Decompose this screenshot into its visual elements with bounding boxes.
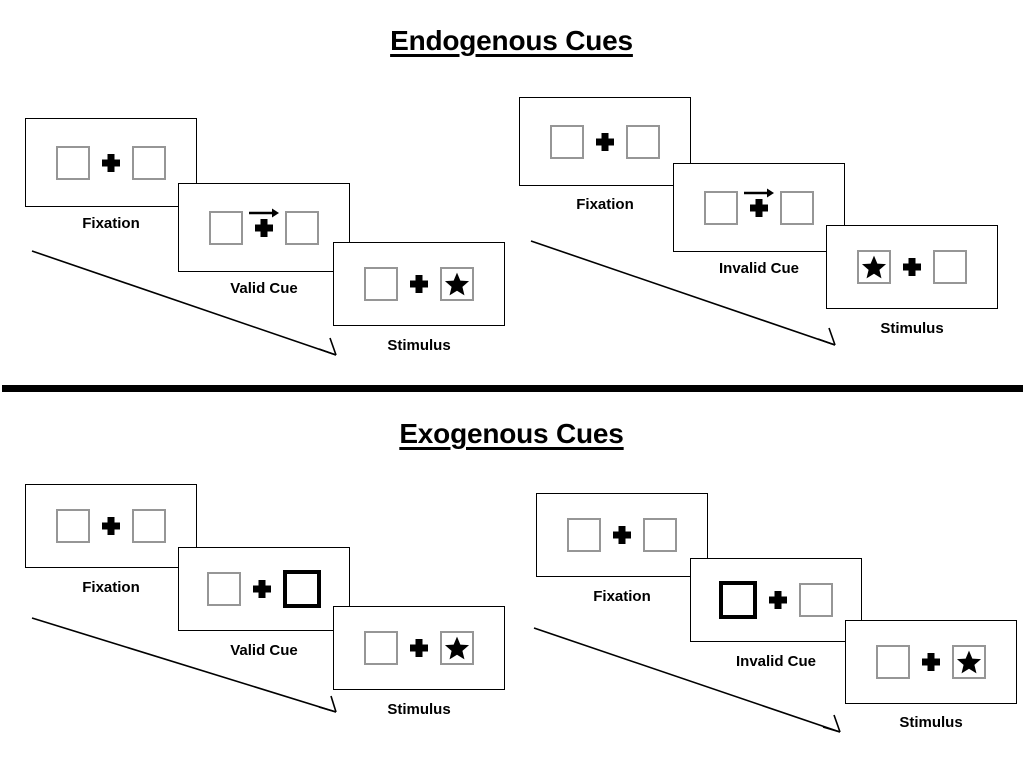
panel-label-exogenous-invalid-stimulus: Stimulus <box>899 714 963 731</box>
panel-exogenous-valid-fixation[interactable] <box>25 484 197 568</box>
right-placeholder-box <box>933 250 967 284</box>
panel-content <box>550 124 660 159</box>
panel-label-exogenous-invalid-fixation: Fixation <box>593 588 651 605</box>
fixation-cross-icon <box>251 578 273 600</box>
panel-label-endogenous-valid-stimulus: Stimulus <box>387 337 451 354</box>
fixation-cross-icon <box>744 188 774 219</box>
panel-label-endogenous-invalid-stimulus: Stimulus <box>880 320 944 337</box>
right-placeholder-box <box>626 124 660 159</box>
panel-content <box>364 267 474 301</box>
time-flow-arrow-icon-exogenous-valid <box>31 617 337 713</box>
panel-content <box>704 188 814 225</box>
fixation-cross-icon <box>920 651 942 673</box>
panel-label-exogenous-invalid-cue: Invalid Cue <box>735 653 817 670</box>
arrow-right-icon <box>744 188 774 197</box>
left-placeholder-box <box>207 572 241 606</box>
panel-label-endogenous-valid-cue: Valid Cue <box>230 280 298 297</box>
fixation-cross-icon <box>901 256 923 278</box>
right-placeholder-box <box>780 190 814 225</box>
arrow-right-icon <box>249 208 279 217</box>
panel-endogenous-valid-fixation[interactable] <box>25 118 197 207</box>
panel-endogenous-invalid-stimulus[interactable] <box>826 225 998 309</box>
right-placeholder-box <box>132 145 166 180</box>
panel-content <box>719 581 833 619</box>
left-placeholder-box <box>56 509 90 543</box>
right-placeholder-box-with-star <box>440 631 474 665</box>
panel-exogenous-valid-cue[interactable] <box>178 547 350 631</box>
panel-content <box>857 250 967 284</box>
panel-content <box>207 570 321 608</box>
time-flow-arrow-icon-endogenous-invalid <box>530 240 836 346</box>
panel-content <box>567 518 677 552</box>
fixation-cross-icon <box>100 515 122 537</box>
panel-content <box>364 631 474 665</box>
time-flow-arrow-icon-exogenous-invalid <box>533 627 841 733</box>
panel-content <box>56 509 166 543</box>
panel-exogenous-invalid-stimulus[interactable] <box>845 620 1017 704</box>
star-icon <box>861 255 887 279</box>
panel-content <box>876 645 986 679</box>
time-flow-arrow-icon-endogenous-valid <box>31 250 337 356</box>
panel-content <box>209 208 319 245</box>
panel-endogenous-invalid-cue[interactable] <box>673 163 845 252</box>
panel-label-endogenous-valid-fixation: Fixation <box>82 215 140 232</box>
left-placeholder-box <box>550 124 584 159</box>
star-icon <box>444 636 470 660</box>
panel-label-endogenous-invalid-fixation: Fixation <box>576 196 634 213</box>
right-placeholder-box <box>285 210 319 245</box>
fixation-cross-icon <box>611 524 633 546</box>
fixation-cross-icon <box>408 637 430 659</box>
right-placeholder-box-cued <box>283 570 321 608</box>
panel-endogenous-valid-stimulus[interactable] <box>333 242 505 326</box>
right-placeholder-box <box>132 509 166 543</box>
left-placeholder-box <box>876 645 910 679</box>
fixation-cross-icon <box>594 131 616 153</box>
left-placeholder-box <box>704 190 738 225</box>
left-placeholder-box <box>209 210 243 245</box>
star-icon <box>956 650 982 674</box>
panel-endogenous-invalid-fixation[interactable] <box>519 97 691 186</box>
panel-label-exogenous-valid-fixation: Fixation <box>82 579 140 596</box>
left-placeholder-box-with-star <box>857 250 891 284</box>
section-title-exogenous: Exogenous Cues <box>399 418 624 449</box>
fixation-cross-icon <box>408 273 430 295</box>
panel-content <box>56 145 166 180</box>
left-placeholder-box <box>567 518 601 552</box>
left-placeholder-box <box>364 631 398 665</box>
right-placeholder-box <box>799 583 833 617</box>
left-placeholder-box-cued <box>719 581 757 619</box>
panel-exogenous-invalid-cue[interactable] <box>690 558 862 642</box>
panel-exogenous-valid-stimulus[interactable] <box>333 606 505 690</box>
right-placeholder-box-with-star <box>952 645 986 679</box>
fixation-cross-icon <box>767 589 789 611</box>
panel-label-exogenous-valid-cue: Valid Cue <box>230 642 298 659</box>
panel-exogenous-invalid-fixation[interactable] <box>536 493 708 577</box>
section-title-endogenous: Endogenous Cues <box>390 25 633 56</box>
right-placeholder-box <box>643 518 677 552</box>
panel-endogenous-valid-cue[interactable] <box>178 183 350 272</box>
section-divider <box>2 385 1023 392</box>
fixation-cross-icon <box>249 208 279 239</box>
left-placeholder-box <box>56 145 90 180</box>
right-placeholder-box-with-star <box>440 267 474 301</box>
panel-label-endogenous-invalid-cue: Invalid Cue <box>718 260 800 277</box>
fixation-cross-icon <box>100 152 122 174</box>
panel-label-exogenous-valid-stimulus: Stimulus <box>387 701 451 718</box>
star-icon <box>444 272 470 296</box>
left-placeholder-box <box>364 267 398 301</box>
